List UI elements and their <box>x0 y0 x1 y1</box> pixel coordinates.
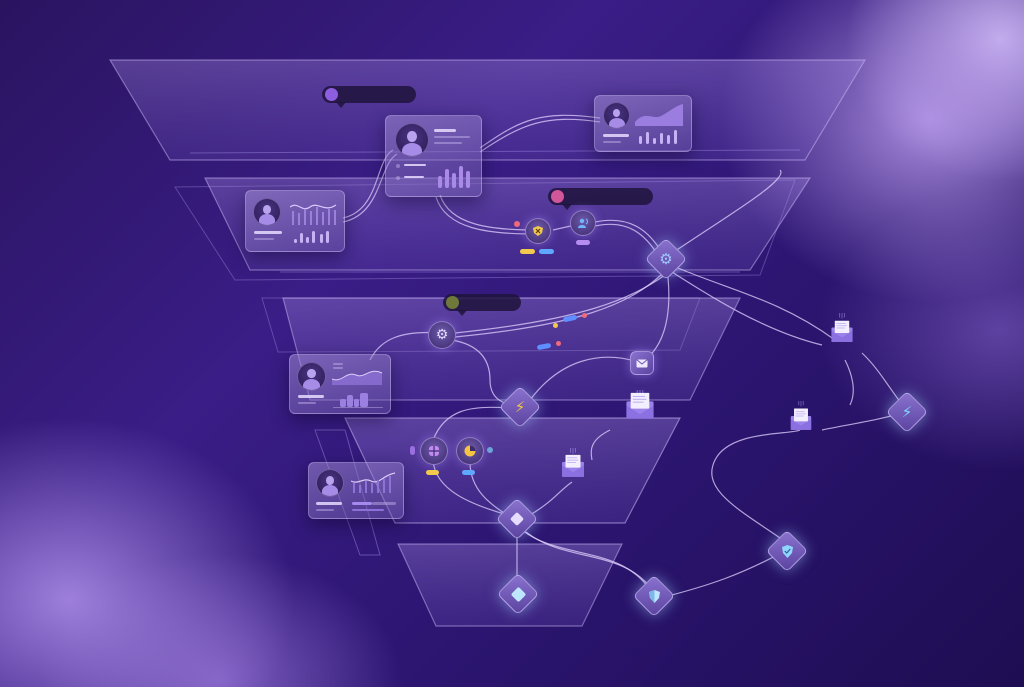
mail-icon <box>636 358 648 367</box>
profile-card-top-right <box>594 95 692 152</box>
pie-chart-icon <box>464 445 476 457</box>
funnel-icon <box>325 88 338 101</box>
profile-card-top-center <box>385 115 482 197</box>
tag-yellow <box>520 249 535 254</box>
gem-icon <box>510 586 526 602</box>
area-chart <box>635 104 683 126</box>
envelope-3 <box>831 313 853 342</box>
line-chart <box>351 472 396 493</box>
avatar <box>297 362 326 391</box>
grid-node <box>420 437 448 465</box>
avatar <box>395 123 429 157</box>
grid-icon <box>429 446 439 456</box>
gem-icon <box>509 511 525 527</box>
user-icon <box>551 190 564 203</box>
gear-icon: ⚙ <box>659 249 673 268</box>
shield-x-node <box>525 218 551 244</box>
bolt-icon <box>446 296 459 309</box>
profile-card-stage-4 <box>308 462 404 519</box>
status-dot <box>487 447 493 453</box>
gear-node-mid: ⚙ <box>428 321 456 349</box>
avatar <box>253 198 281 226</box>
status-dot <box>582 313 587 318</box>
line-chart <box>290 204 337 225</box>
pill-bolt <box>443 294 521 316</box>
shield-icon <box>648 589 660 603</box>
bolt-icon: ⚡ <box>901 402 913 421</box>
pill-user <box>548 188 653 210</box>
pill-filter <box>322 86 416 108</box>
gear-icon: ⚙ <box>435 327 449 343</box>
profile-card-stage-3 <box>289 354 391 414</box>
status-dot <box>514 221 520 227</box>
shield-check-node <box>765 529 809 573</box>
shield-x-icon <box>533 226 543 236</box>
envelope-2 <box>562 448 584 477</box>
status-dot <box>556 341 561 346</box>
area-chart <box>332 370 383 385</box>
envelope-4 <box>790 401 812 430</box>
tag-violet <box>410 446 415 455</box>
shield-node-bottom <box>632 574 676 618</box>
status-dot <box>553 323 558 328</box>
mail-node <box>630 351 654 375</box>
users-node <box>570 210 596 236</box>
connection-lines <box>342 114 906 597</box>
users-icon <box>578 218 588 228</box>
tag-blue <box>462 470 475 475</box>
tag-violet <box>576 240 590 245</box>
avatar <box>316 469 344 497</box>
profile-card-stage-2 <box>245 190 345 252</box>
envelope-1 <box>626 390 654 419</box>
funnel-stage-1 <box>108 59 867 161</box>
pie-node <box>456 437 484 465</box>
tag-yellow <box>426 470 439 475</box>
avatar <box>603 102 630 129</box>
shield-check-icon <box>781 544 793 558</box>
bolt-icon: ⚡ <box>514 397 526 416</box>
tag-blue <box>539 249 554 254</box>
